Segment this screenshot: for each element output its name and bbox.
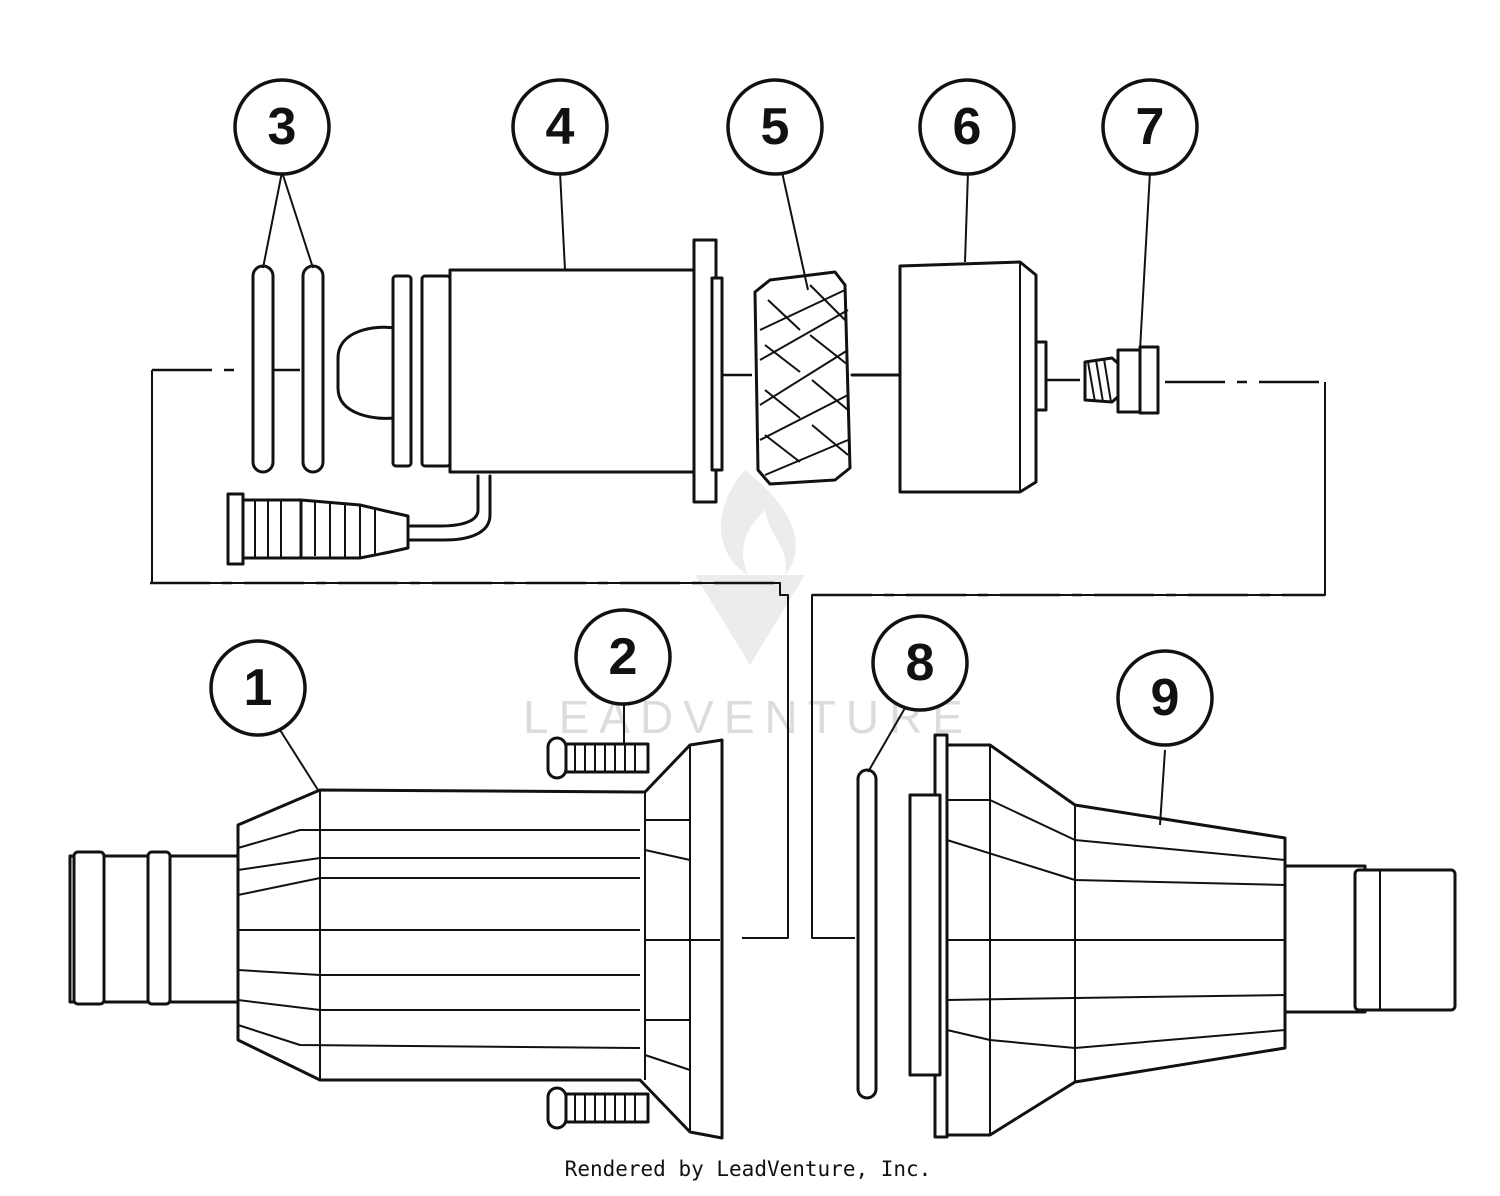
callout-2-label: 2 xyxy=(609,628,638,686)
leader-lines xyxy=(262,171,1166,826)
callout-9-label: 9 xyxy=(1151,669,1180,727)
callout-5-label: 5 xyxy=(761,98,790,156)
callout-1: 1 xyxy=(209,639,307,737)
callout-5: 5 xyxy=(726,78,824,176)
assembly-guide-lines xyxy=(150,368,1326,939)
callout-9: 9 xyxy=(1116,649,1214,747)
part-5-gear xyxy=(753,270,902,486)
part-7-screw xyxy=(1083,345,1160,415)
callout-3-label: 3 xyxy=(268,98,297,156)
part-4-motor xyxy=(226,238,724,566)
callout-6-label: 6 xyxy=(953,98,982,156)
part-2-screws xyxy=(546,736,650,1130)
callout-1-label: 1 xyxy=(244,659,273,717)
watermark-flame-icon xyxy=(720,470,796,575)
callout-8-label: 8 xyxy=(906,634,935,692)
callout-6: 6 xyxy=(918,78,1016,176)
part-3-o-rings xyxy=(251,264,325,474)
callout-8: 8 xyxy=(871,614,969,712)
callout-2: 2 xyxy=(574,608,672,706)
callout-7: 7 xyxy=(1101,78,1199,176)
callout-3: 3 xyxy=(233,78,331,176)
callout-4: 4 xyxy=(511,78,609,176)
footer-credit: Rendered by LeadVenture, Inc. xyxy=(565,1157,932,1181)
part-8-gasket xyxy=(856,768,878,1100)
callout-4-label: 4 xyxy=(546,98,575,156)
part-6-cylinder xyxy=(898,260,1048,494)
part-9-right-housing xyxy=(908,733,1457,1139)
watermark-v-icon xyxy=(695,575,805,665)
callout-7-label: 7 xyxy=(1136,98,1165,156)
part-1-left-housing xyxy=(68,738,724,1140)
